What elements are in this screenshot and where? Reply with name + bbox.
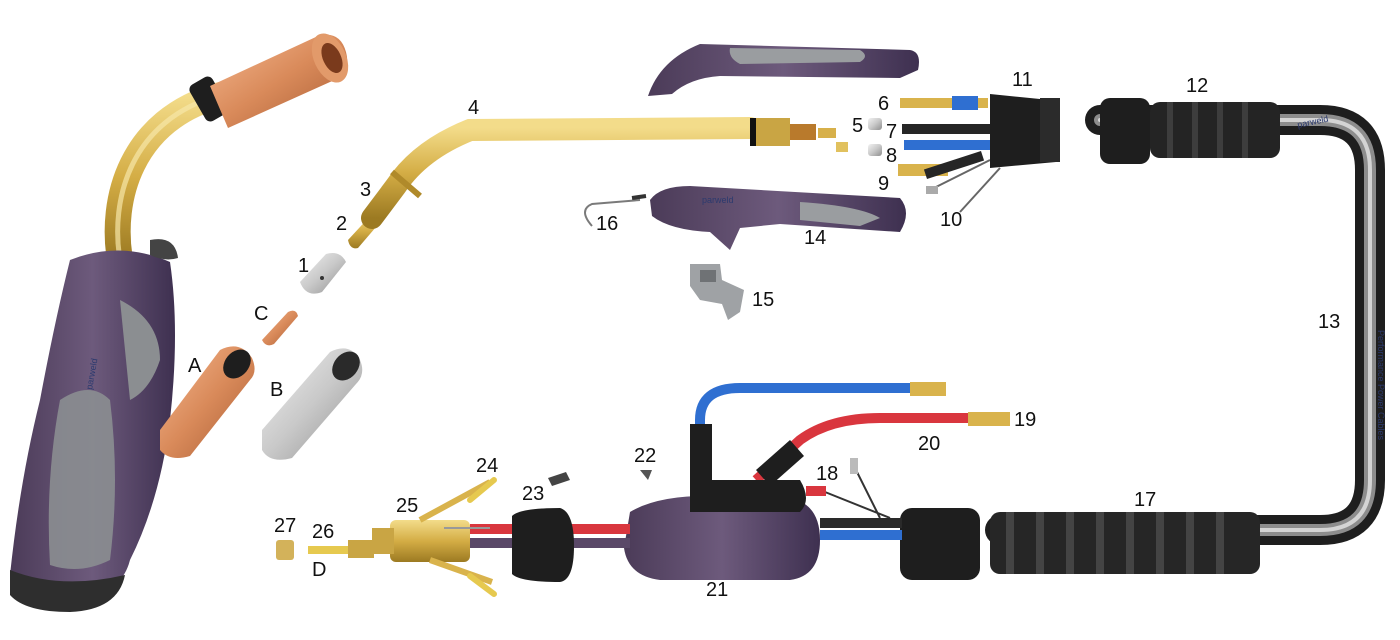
label-7: 7 <box>886 121 897 143</box>
label-22: 22 <box>634 445 656 467</box>
label-11: 11 <box>1012 69 1033 91</box>
label-20: 20 <box>918 433 940 455</box>
label-25: 25 <box>396 495 418 517</box>
small-parts-5-10 <box>868 96 1001 213</box>
label-1: 1 <box>298 255 309 277</box>
contact-tip-c <box>262 310 298 346</box>
label-2: 2 <box>336 213 347 235</box>
rear-nut-23 <box>512 472 574 582</box>
label-10: 10 <box>940 209 962 231</box>
label-19: 19 <box>1014 409 1036 431</box>
label-c: C <box>254 303 268 325</box>
trigger-15 <box>690 264 744 320</box>
label-13: 13 <box>1318 311 1340 333</box>
liner-nut-26-d <box>308 540 374 558</box>
rear-strain-relief-17 <box>900 508 1260 580</box>
clip-22 <box>640 470 652 480</box>
label-21: 21 <box>706 579 728 601</box>
label-5: 5 <box>852 115 863 137</box>
hoses-19-20 <box>690 382 1010 486</box>
label-4: 4 <box>468 97 479 119</box>
label-14: 14 <box>804 227 826 249</box>
handle-bottom-half-14: parweld <box>650 186 906 250</box>
label-12: 12 <box>1186 75 1208 97</box>
pins-24 <box>467 477 497 597</box>
handle-half-brand-text: parweld <box>702 195 734 205</box>
label-b: B <box>270 379 283 401</box>
label-8: 8 <box>886 145 897 167</box>
label-27: 27 <box>274 515 296 537</box>
label-23: 23 <box>522 483 544 505</box>
rear-handle-21 <box>624 480 902 580</box>
label-26: 26 <box>312 521 334 543</box>
gooseneck-4 <box>361 117 848 229</box>
power-cable-loop: parweld Performance Power Cables <box>985 105 1386 545</box>
label-3: 3 <box>360 179 371 201</box>
part-number-labels: 1 2 3 4 5 6 7 8 9 10 11 12 13 14 15 16 1… <box>188 69 1340 601</box>
handle-top-half <box>648 44 919 96</box>
cable-print-text: Performance Power Cables <box>1376 330 1386 441</box>
assembled-torch: parweld <box>10 33 349 612</box>
label-6: 6 <box>878 93 889 115</box>
label-18: 18 <box>816 463 838 485</box>
nozzle-b <box>262 348 363 460</box>
label-24: 24 <box>476 455 498 477</box>
label-15: 15 <box>752 289 774 311</box>
label-d: D <box>312 559 326 581</box>
gas-diffuser-1 <box>300 253 346 294</box>
label-9: 9 <box>878 173 889 195</box>
label-a: A <box>188 355 202 377</box>
nozzle-a <box>160 346 255 458</box>
label-17: 17 <box>1134 489 1156 511</box>
cable-connector-11 <box>990 94 1060 168</box>
liner-cap-27 <box>276 540 294 560</box>
connector-body-25 <box>372 479 494 585</box>
spring-16 <box>584 194 647 227</box>
label-16: 16 <box>596 213 618 235</box>
strain-relief-12 <box>1100 98 1280 164</box>
wires-18 <box>806 458 891 519</box>
